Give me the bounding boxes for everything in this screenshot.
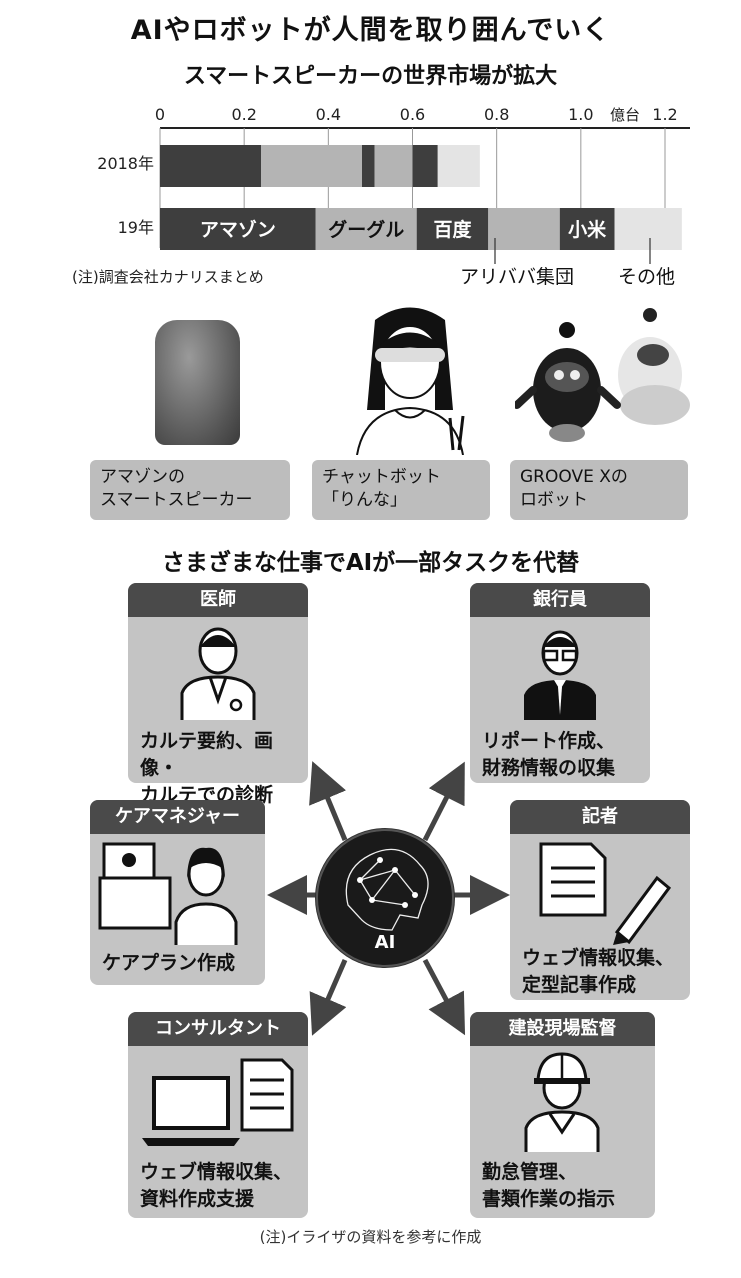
job-desc-banker: リポート作成、財務情報の収集	[482, 730, 616, 779]
job-card-care-manager: ケアマネジャー ケアプラン作成	[90, 800, 265, 985]
tick-label: 0.6	[400, 105, 425, 124]
page-title: AIやロボットが人間を取り囲んでいく	[130, 15, 611, 46]
smart-speaker-image	[155, 320, 240, 445]
leader-lines	[494, 238, 651, 264]
job-title-reporter: 記者	[510, 800, 690, 834]
series-label: アマゾン	[200, 219, 276, 241]
category-label-2018: 2018年	[97, 154, 154, 173]
bar-segment	[315, 208, 417, 250]
job-desc-construction-supervisor: 勤怠管理、書類作業の指示	[482, 1161, 616, 1210]
product-caption-groovex: GROOVE Xのロボット	[510, 460, 688, 520]
unit-label: 億台	[610, 106, 640, 124]
bar-segment	[488, 208, 560, 250]
tick-label: 0.8	[484, 105, 509, 124]
job-desc-doctor: カルテ要約、画像・カルテでの診断	[140, 730, 274, 806]
category-label-2019: 19年	[118, 218, 154, 237]
reporter-icon	[539, 842, 672, 945]
tick-label: 0.2	[231, 105, 256, 124]
bar-segment	[437, 145, 480, 187]
tick-label: 1.2	[652, 105, 677, 124]
job-desc-consultant: ウェブ情報収集、資料作成支援	[140, 1161, 293, 1210]
chart-title: スマートスピーカーの世界市場が拡大	[183, 64, 558, 89]
series-label: グーグル	[328, 218, 404, 241]
bar-segment	[416, 208, 489, 250]
chart-source-note: (注)調査会社カナリスまとめ	[72, 268, 264, 286]
job-card-doctor: 医師 カルテ要約、画像・カルテでの診断	[128, 583, 308, 806]
job-title-consultant: コンサルタント	[128, 1012, 308, 1046]
job-title-doctor: 医師	[128, 583, 308, 617]
care-manager-icon	[98, 842, 238, 945]
product-caption-rinna: チャットボット「りんな」	[312, 460, 490, 520]
bar-segment	[362, 145, 375, 187]
job-card-banker: 銀行員 リポート作成、財務情報の収集	[470, 583, 650, 783]
job-card-consultant: コンサルタント ウェブ情報収集、資料作成支援	[128, 1012, 308, 1218]
job-title-banker: 銀行員	[470, 583, 650, 617]
bar-segment	[160, 208, 316, 250]
section-title-ai-tasks: さまざまな仕事でAIが一部タスクを代替	[161, 550, 580, 576]
tick-label: 0.4	[316, 105, 341, 124]
outside-label-other: その他	[618, 266, 676, 288]
footnote: (注)イライザの資料を参考に作成	[259, 1228, 482, 1246]
tick-label: 0	[155, 105, 165, 124]
product-caption-amazon: アマゾンのスマートスピーカー	[90, 460, 290, 520]
bar-segment	[374, 145, 413, 187]
series-label: 百度	[433, 218, 472, 241]
bar-segment	[160, 145, 261, 187]
bar-segment	[559, 208, 615, 250]
outside-label-alibaba: アリババ集団	[460, 266, 575, 288]
chatbot-rinna-illustration	[356, 307, 465, 455]
bar-segment	[614, 208, 682, 250]
job-desc-reporter: ウェブ情報収集、定型記事作成	[522, 947, 675, 996]
job-title-care-manager: ケアマネジャー	[90, 800, 265, 834]
banker-icon	[524, 630, 596, 720]
hardhat-worker-icon	[524, 1052, 600, 1152]
job-card-reporter: 記者 ウェブ情報収集、定型記事作成	[510, 800, 690, 1000]
doctor-icon	[180, 627, 256, 720]
bar-segment	[412, 145, 438, 187]
stacked-bar-chart: 0 0.2 0.4 0.6 0.8 1.0 1.2 アマゾン グーグル 百度 小米 億台 2018…	[97, 105, 690, 250]
job-desc-care-manager: ケアプラン作成	[102, 952, 236, 974]
consultant-icon	[142, 1058, 294, 1146]
series-label: 小米	[568, 218, 607, 241]
ai-hub-label: AI	[375, 932, 396, 953]
job-title-construction-supervisor: 建設現場監督	[470, 1012, 655, 1046]
job-card-construction-supervisor: 建設現場監督 勤怠管理、書類作業の指示	[470, 1012, 655, 1218]
tick-label: 1.0	[568, 105, 593, 124]
bar-segment	[261, 145, 362, 187]
groovex-robot-illustration	[515, 308, 690, 442]
